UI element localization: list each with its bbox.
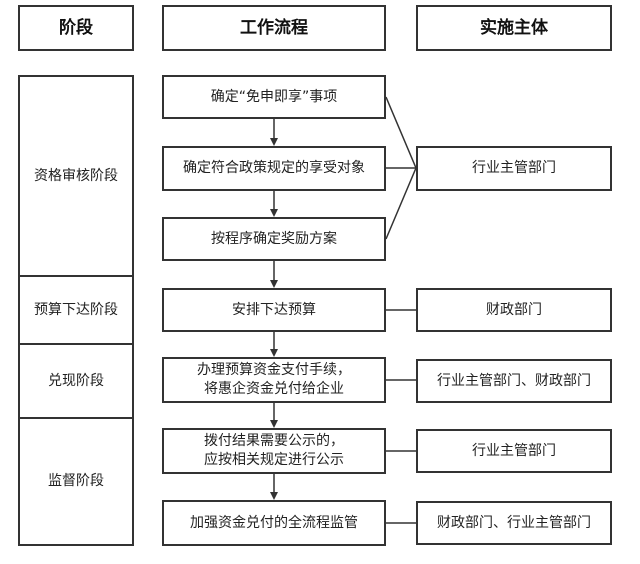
stage-qualification-review: 资格审核阶段 — [18, 75, 134, 277]
connector-step3-actor — [385, 167, 417, 240]
workflow-step-5: 办理预算资金支付手续， 将惠企资金兑付给企业 — [162, 357, 386, 403]
actor-industry-and-finance: 行业主管部门、财政部门 — [416, 359, 612, 403]
stage-budget-issuance: 预算下达阶段 — [18, 275, 134, 345]
workflow-step-2: 确定符合政策规定的享受对象 — [162, 146, 386, 191]
workflow-step-6: 拨付结果需要公示的， 应按相关规定进行公示 — [162, 428, 386, 474]
workflow-step-1: 确定“免申即享”事项 — [162, 75, 386, 119]
workflow-step-4: 安排下达预算 — [162, 288, 386, 332]
actor-finance-dept: 财政部门 — [416, 288, 612, 332]
workflow-step-1-text: 确定“免申即享”事项 — [210, 88, 338, 105]
workflow-step-3-text: 按程序确定奖励方案 — [211, 230, 337, 247]
workflow-step-2-text: 确定符合政策规定的享受对象 — [183, 160, 365, 176]
stage-supervision: 监督阶段 — [18, 417, 134, 546]
workflow-step-7: 加强资金兑付的全流程监管 — [162, 500, 386, 546]
workflow-step-4-text: 安排下达预算 — [232, 301, 316, 318]
actor-industry-dept: 行业主管部门 — [416, 146, 612, 191]
workflow-step-5-line-2: 将惠企资金兑付给企业 — [204, 381, 344, 397]
connector-step1-actor — [385, 96, 417, 169]
actor-finance-and-industry: 财政部门、行业主管部门 — [416, 501, 612, 545]
workflow-step-3: 按程序确定奖励方案 — [162, 217, 386, 261]
workflow-step-7-text: 加强资金兑付的全流程监管 — [190, 514, 358, 531]
header-stage: 阶段 — [18, 5, 134, 51]
actor-industry-dept-publicity: 行业主管部门 — [416, 429, 612, 473]
workflow-step-6-line-1: 拨付结果需要公示的， — [204, 433, 344, 449]
header-workflow: 工作流程 — [162, 5, 386, 51]
stage-payout: 兑现阶段 — [18, 343, 134, 419]
workflow-step-5-line-1: 办理预算资金支付手续， — [197, 362, 351, 378]
workflow-step-6-line-2: 应按相关规定进行公示 — [204, 452, 344, 468]
header-actor: 实施主体 — [416, 5, 612, 51]
